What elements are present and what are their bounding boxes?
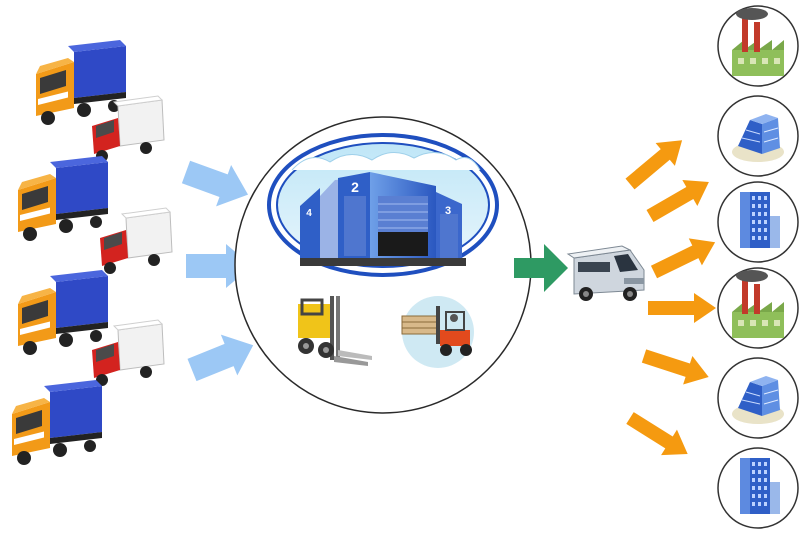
outbound-arrow [642,169,717,229]
destination-skyscraper [717,181,799,263]
destination-skyscraper [717,447,799,529]
destination-office [717,95,799,177]
inbound-arrow [178,151,256,216]
delivery-van-icon [566,245,645,301]
warehouse-icon: 2 4 3 [267,133,499,277]
warehouse-door-number-3: 3 [445,205,451,217]
large-truck-icon [18,270,108,355]
large-truck-icon [36,40,126,125]
small-truck-icon [99,207,173,275]
small-truck-icon [91,95,165,163]
destination-office [717,357,799,439]
destination-factory [717,267,799,349]
inbound-arrow [183,324,262,391]
large-truck-icon [12,380,102,465]
outbound-arrow [620,128,692,196]
forklift-icon [298,296,372,366]
delivery-arrow [514,244,568,292]
small-truck-icon [91,319,165,387]
warehouse-door-number-2: 2 [351,179,359,195]
outbound-arrow [647,228,722,286]
loaded-forklift-icon [401,296,474,368]
large-truck-icon [18,156,108,241]
outbound-arrow [622,405,696,467]
destination-factory [717,5,799,87]
warehouse-door-number-4: 4 [306,208,312,219]
outbound-arrow [639,341,714,392]
outbound-arrow [648,293,716,323]
